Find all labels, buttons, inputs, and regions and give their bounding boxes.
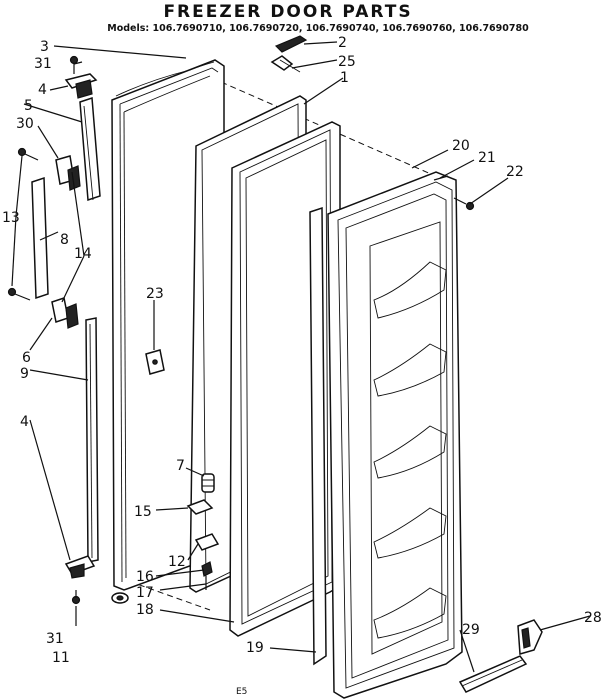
callout-1: 1 xyxy=(340,70,349,86)
callout-17: 17 xyxy=(136,585,154,601)
leader-lines xyxy=(11,41,591,673)
callout-25: 25 xyxy=(338,54,356,70)
hinge-top xyxy=(270,35,308,73)
handle xyxy=(31,176,49,300)
callout-2: 2 xyxy=(338,35,347,51)
callout-30: 30 xyxy=(16,116,34,132)
callout-7: 7 xyxy=(176,458,185,474)
callout-3: 3 xyxy=(40,39,49,55)
callout-14: 14 xyxy=(74,246,92,262)
handle-bracket-upper xyxy=(55,155,81,191)
callout-31-top: 31 xyxy=(34,56,52,72)
callout-11: 11 xyxy=(52,650,70,666)
callout-6: 6 xyxy=(22,350,31,366)
callout-15: 15 xyxy=(134,504,152,520)
screw-31-top xyxy=(69,55,79,74)
closure-15 xyxy=(186,499,214,515)
models-line: Models: 106.7690710, 106.7690720, 106.76… xyxy=(107,23,529,34)
callout-5: 5 xyxy=(24,98,33,114)
rail-29 xyxy=(458,655,528,693)
callout-9: 9 xyxy=(20,366,29,382)
screw-13-upper xyxy=(17,147,39,161)
callout-16: 16 xyxy=(136,569,154,585)
screw-31-bottom xyxy=(71,590,81,605)
bushing-11 xyxy=(111,592,129,604)
callout-13: 13 xyxy=(2,210,20,226)
hinge-screw-22 xyxy=(453,197,475,211)
spring-7 xyxy=(201,473,215,493)
callout-4-bottom: 4 xyxy=(20,414,29,430)
lower-handle-trim xyxy=(85,317,99,563)
callout-18: 18 xyxy=(136,602,154,618)
screw-13-lower xyxy=(7,287,31,301)
diagram-title: FREEZER DOOR PARTS xyxy=(163,2,412,22)
callout-22: 22 xyxy=(506,164,524,180)
callout-28: 28 xyxy=(584,610,602,626)
callout-labels: 3 31 4 5 30 13 8 14 6 9 4 31 11 2 25 1 2… xyxy=(2,35,602,666)
handle-bracket-lower xyxy=(51,297,79,329)
top-cap xyxy=(64,73,98,99)
callout-20: 20 xyxy=(452,138,470,154)
bottom-cap xyxy=(64,555,96,579)
callout-31-bottom: 31 xyxy=(46,631,64,647)
callout-21: 21 xyxy=(478,150,496,166)
door-liner xyxy=(327,171,463,699)
figure-code: E5 xyxy=(236,687,247,697)
callout-8: 8 xyxy=(60,232,69,248)
door-stop-23 xyxy=(145,349,165,375)
callout-23: 23 xyxy=(146,286,164,302)
callout-4-top: 4 xyxy=(38,82,47,98)
callout-12: 12 xyxy=(168,554,186,570)
trim-strip xyxy=(309,206,327,666)
upper-handle-trim xyxy=(79,96,101,202)
callout-19: 19 xyxy=(246,640,264,656)
bracket-28 xyxy=(517,619,543,655)
callout-29: 29 xyxy=(462,622,480,638)
parts-12-16-17 xyxy=(194,533,220,590)
